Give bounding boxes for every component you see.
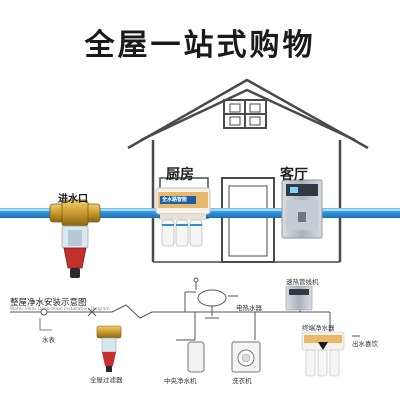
water-meter-label: 水表 <box>42 336 55 344</box>
diagram-terminal-purifier <box>301 331 345 377</box>
pipeline-machine-label: 速热管线机 <box>286 278 319 286</box>
inlet-prefilter-device <box>49 199 101 278</box>
wall-dispenser-device <box>281 179 323 239</box>
washing-machine-label: 洗衣机 <box>232 377 252 385</box>
kitchen-purifier-device <box>155 187 211 247</box>
house-outline <box>127 78 369 263</box>
install-diagram-title: 整屋净水安装示意图 <box>10 298 87 308</box>
house-door <box>221 177 275 263</box>
roof-inner-line <box>140 88 356 142</box>
living-room-label: 客厅 <box>280 167 308 183</box>
device-badge: 全水路智能 <box>162 197 188 203</box>
whole-house-filter-label: 全屋过滤器 <box>90 376 123 384</box>
attic-window <box>223 99 267 129</box>
install-diagram <box>10 277 360 373</box>
headline: 全屋一站式购物 <box>84 28 316 63</box>
water-heater-label: 电热水器 <box>236 304 262 312</box>
drinking-outlet-label: 出水喜饮 <box>352 340 378 348</box>
terminal-purifier-label: 终端净水器 <box>302 324 335 332</box>
install-diagram-caption: Water Villas Decoration Installation Dia… <box>10 307 110 312</box>
kitchen-label: 厨房 <box>166 167 194 183</box>
central-purifier-label: 中央净水机 <box>164 377 197 385</box>
roof-line <box>127 78 369 150</box>
water-inlet-label: 进水口 <box>58 194 88 205</box>
diagram-pipeline-machine <box>285 285 313 311</box>
diagram-whole-house-filter <box>96 325 122 372</box>
diagram-main-line-mid <box>111 304 195 319</box>
